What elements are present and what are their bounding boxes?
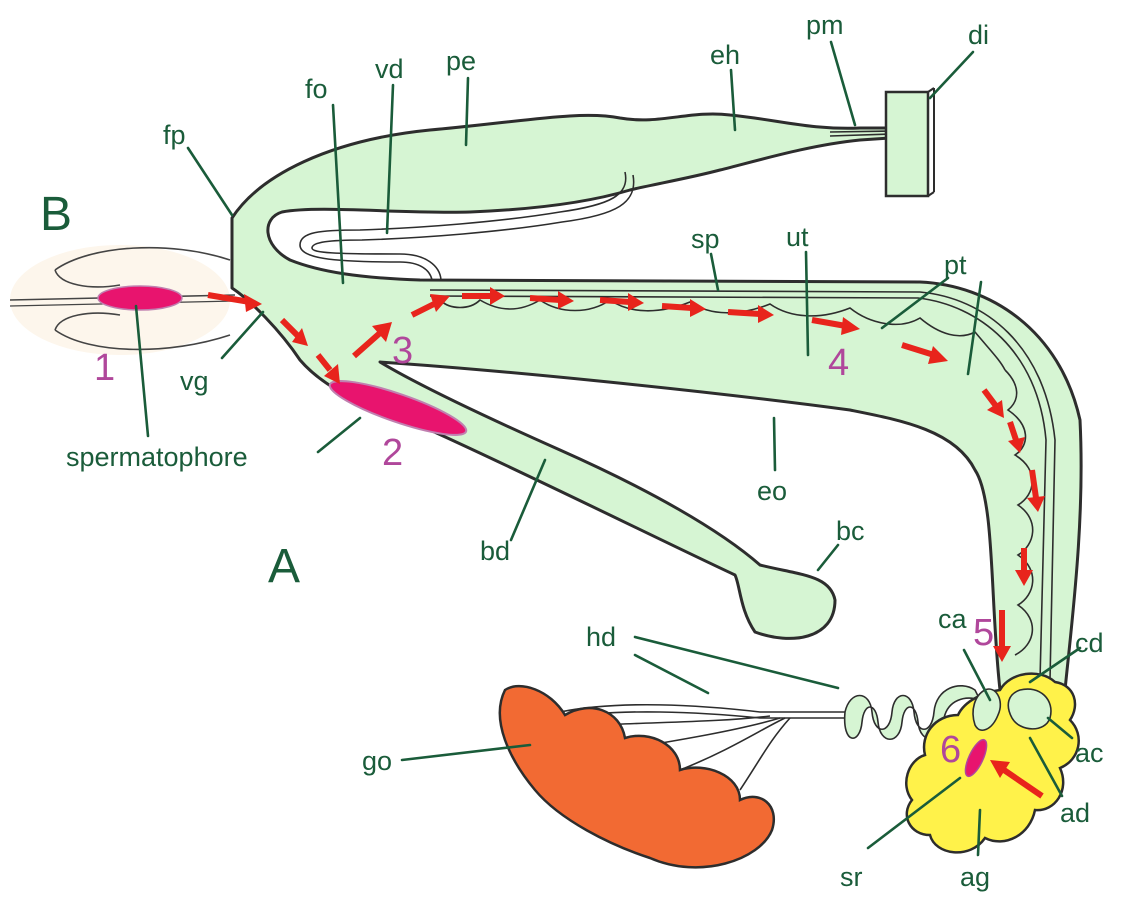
panel-label-b: B bbox=[40, 188, 72, 241]
label-bd: bd bbox=[480, 536, 510, 566]
label-sp: sp bbox=[691, 224, 720, 254]
label-sr: sr bbox=[840, 862, 863, 892]
label-ca: ca bbox=[938, 604, 968, 634]
label-go: go bbox=[362, 746, 392, 776]
step-number-6: 6 bbox=[940, 729, 961, 771]
label-di: di bbox=[968, 20, 989, 50]
label-hd: hd bbox=[586, 622, 616, 652]
label-pm: pm bbox=[806, 10, 844, 40]
label-fo: fo bbox=[305, 74, 328, 104]
label-vd: vd bbox=[375, 54, 404, 84]
label-pe: pe bbox=[446, 46, 476, 76]
panel-label-a: A bbox=[268, 540, 300, 593]
label-pt: pt bbox=[944, 250, 967, 280]
diaphragm-block bbox=[886, 88, 934, 196]
label-fp: fp bbox=[163, 120, 186, 150]
label-ut: ut bbox=[786, 222, 809, 252]
label-cd: cd bbox=[1075, 628, 1104, 658]
step-number-1: 1 bbox=[94, 347, 115, 389]
step-number-3: 3 bbox=[392, 330, 413, 372]
step-number-2: 2 bbox=[382, 432, 403, 474]
label-eh: eh bbox=[710, 40, 740, 70]
label-ag: ag bbox=[960, 862, 990, 892]
label-ac: ac bbox=[1075, 738, 1104, 768]
step-number-5: 5 bbox=[973, 612, 994, 654]
label-eo: eo bbox=[757, 476, 787, 506]
label-vg: vg bbox=[180, 366, 209, 396]
spermatophore-in-panel-b bbox=[98, 286, 182, 310]
label-bc: bc bbox=[836, 516, 865, 546]
gonad bbox=[500, 686, 774, 867]
step-number-4: 4 bbox=[828, 342, 849, 384]
panel-b-spermatophore-illustration bbox=[10, 245, 235, 355]
label-spermatophore: spermatophore bbox=[66, 442, 248, 472]
label-ad: ad bbox=[1060, 798, 1090, 828]
